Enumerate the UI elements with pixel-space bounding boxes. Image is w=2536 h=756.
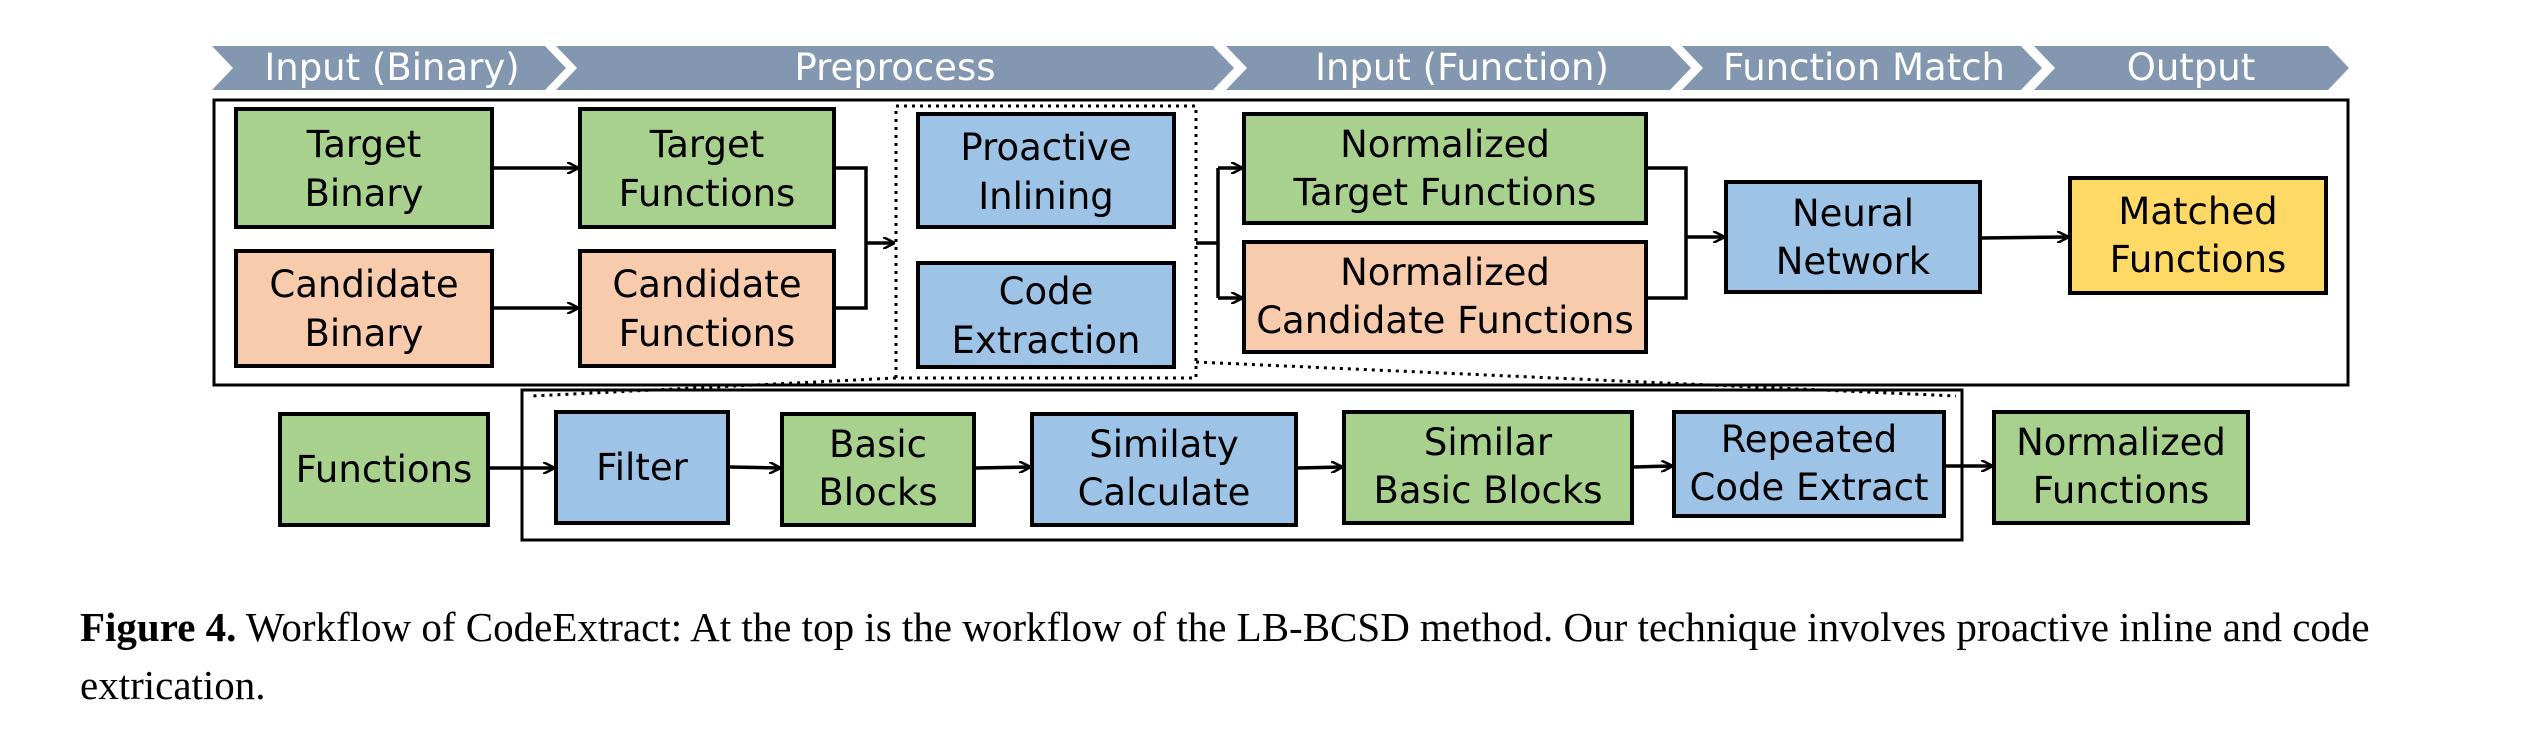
stage-label-input-binary: Input (Binary) <box>264 46 519 89</box>
neural-network-box: Neural Network <box>1724 180 1982 294</box>
stage-label-function-match: Function Match <box>1723 46 2005 89</box>
figure-label: Figure 4. <box>80 604 237 650</box>
svg-text:Similar: Similar <box>1424 421 1553 464</box>
svg-text:Functions: Functions <box>2110 238 2287 281</box>
matched-functions-box: Matched Functions <box>2068 176 2328 295</box>
svg-text:Similaty: Similaty <box>1089 423 1238 466</box>
basic-blocks-box: Basic Blocks <box>780 412 976 527</box>
svg-text:Matched: Matched <box>2118 190 2277 233</box>
svg-text:Basic: Basic <box>829 423 927 466</box>
stage-bar: Input (Binary) Preprocess Input (Functio… <box>212 46 2349 90</box>
target-functions-box: Target Functions <box>578 107 836 229</box>
candidate-binary-box: Candidate Binary <box>234 249 494 368</box>
svg-text:Proactive: Proactive <box>960 126 1131 169</box>
zoom-dotted-lines <box>531 360 1957 398</box>
stage-chevron-output <box>2034 46 2349 90</box>
normalized-target-functions-box: Normalized Target Functions <box>1242 112 1648 225</box>
svg-text:Neural: Neural <box>1792 192 1914 235</box>
svg-text:Target Functions: Target Functions <box>1293 171 1597 214</box>
svg-text:Filter: Filter <box>596 446 688 489</box>
stage-chevron-input-function <box>1226 46 1691 90</box>
svg-text:Code: Code <box>999 270 1094 313</box>
workflow-diagram: Input (Binary) Preprocess Input (Functio… <box>212 46 2350 542</box>
svg-text:Normalized: Normalized <box>1340 123 1550 166</box>
svg-text:Network: Network <box>1776 240 1931 283</box>
top-connectors <box>494 168 2068 308</box>
bottom-connectors <box>490 466 1992 468</box>
svg-text:Functions: Functions <box>619 172 796 215</box>
stage-label-output: Output <box>2127 46 2256 89</box>
caption-text: Workflow of CodeExtract: At the top is t… <box>80 604 2370 708</box>
repeated-code-extract-box: Repeated Code Extract <box>1672 410 1946 518</box>
stage-chevron-input-binary <box>212 46 566 90</box>
svg-text:Binary: Binary <box>305 312 424 355</box>
filter-box: Filter <box>554 410 730 525</box>
normalized-functions-box: Normalized Functions <box>1992 410 2250 525</box>
svg-text:Calculate: Calculate <box>1078 471 1251 514</box>
svg-text:Candidate: Candidate <box>269 263 458 306</box>
svg-text:Repeated: Repeated <box>1721 418 1898 461</box>
figure-caption: Figure 4. Workflow of CodeExtract: At th… <box>80 598 2500 714</box>
code-extraction-box: Code Extraction <box>916 261 1176 369</box>
svg-text:Functions: Functions <box>2033 469 2210 512</box>
preprocess-dotted-frame <box>894 104 1198 380</box>
svg-text:Binary: Binary <box>305 172 424 215</box>
similar-basic-blocks-box: Similar Basic Blocks <box>1342 410 1634 525</box>
svg-text:Inlining: Inlining <box>978 175 1114 218</box>
svg-text:Target: Target <box>306 123 421 166</box>
svg-text:Normalized: Normalized <box>1340 251 1550 294</box>
svg-text:Extraction: Extraction <box>952 319 1141 362</box>
svg-text:Functions: Functions <box>296 448 473 491</box>
proactive-inlining-box: Proactive Inlining <box>916 112 1176 229</box>
stage-chevron-preprocess <box>556 46 1234 90</box>
svg-text:Functions: Functions <box>619 312 796 355</box>
stage-label-input-function: Input (Function) <box>1315 46 1609 89</box>
normalized-candidate-functions-box: Normalized Candidate Functions <box>1242 240 1648 354</box>
stage-chevron-function-match <box>1682 46 2042 90</box>
svg-text:Normalized: Normalized <box>2016 421 2226 464</box>
similarity-calculate-box: Similaty Calculate <box>1030 412 1298 527</box>
svg-text:Target: Target <box>649 123 764 166</box>
functions-box: Functions <box>278 412 490 527</box>
candidate-functions-box: Candidate Functions <box>578 249 836 368</box>
svg-text:Candidate: Candidate <box>612 263 801 306</box>
svg-text:Blocks: Blocks <box>818 471 937 514</box>
top-workflow-frame <box>212 98 2350 387</box>
svg-text:Basic Blocks: Basic Blocks <box>1373 469 1602 512</box>
stage-label-preprocess: Preprocess <box>794 46 995 89</box>
svg-text:Candidate Functions: Candidate Functions <box>1256 299 1634 342</box>
svg-text:Code Extract: Code Extract <box>1689 466 1928 509</box>
target-binary-box: Target Binary <box>234 107 494 229</box>
